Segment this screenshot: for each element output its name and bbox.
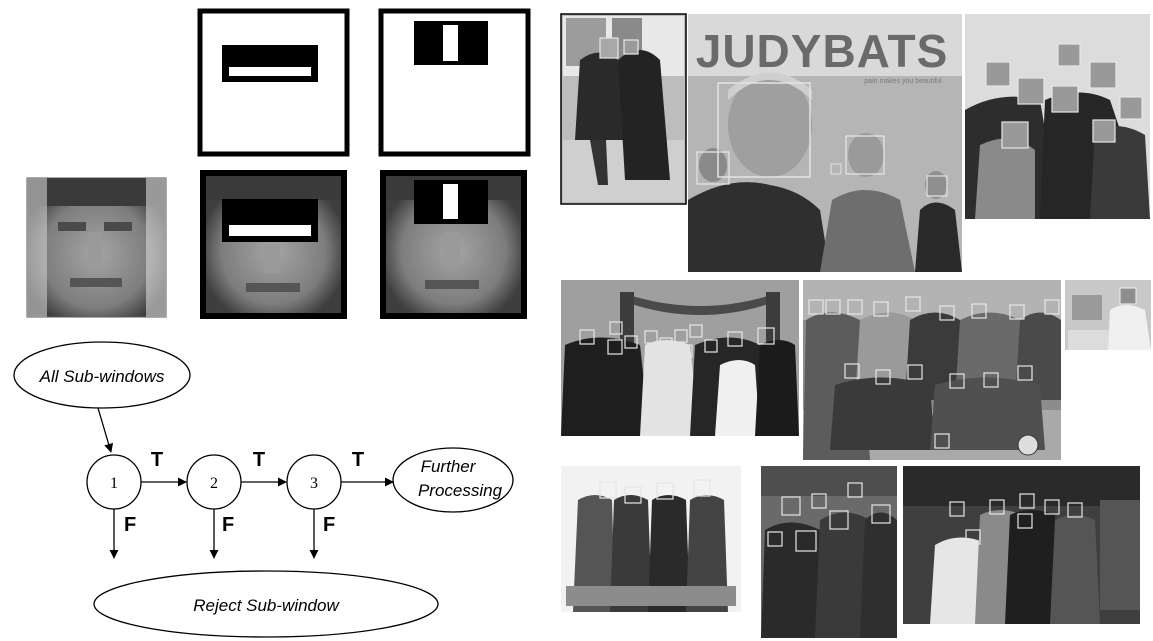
feature-horizontal (197, 8, 350, 157)
true-label-3: T (352, 449, 364, 471)
detection-photo-1 (560, 13, 687, 205)
album-cover-title: JUDYBATS (696, 25, 949, 77)
album-cover-subtitle: pain makes you beautiful (864, 78, 942, 85)
true-label-1: T (151, 449, 163, 471)
further-label-line1: Further (421, 457, 477, 476)
reject-node (93, 570, 439, 638)
detection-photo-4 (561, 280, 799, 436)
stage-label-3: 3 (310, 475, 318, 492)
detection-photo-2: JUDYBATS pain makes you beautiful (688, 14, 962, 272)
false-label-3: F (323, 514, 335, 536)
cascade-diagram: All Sub-windows 1 2 3 T T T Further Proc… (13, 341, 514, 638)
start-node (13, 341, 191, 409)
detection-photo-7 (561, 466, 741, 612)
face-sample (26, 177, 167, 318)
stage-label-2: 2 (210, 475, 218, 492)
false-label-1: F (124, 514, 136, 536)
detection-photo-9 (903, 466, 1140, 624)
detection-photo-5 (803, 280, 1061, 460)
arrow-start-to-1 (97, 407, 114, 453)
reject-label: Reject Sub-window (193, 596, 340, 615)
stage-label-1: 1 (110, 475, 118, 492)
detection-photo-8 (761, 466, 897, 638)
start-label: All Sub-windows (39, 367, 165, 386)
detection-photo-6 (1065, 280, 1151, 350)
face-with-vertical-feature (380, 170, 527, 319)
face-with-horizontal-feature (200, 170, 347, 319)
true-label-2: T (253, 449, 265, 471)
feature-vertical (378, 8, 531, 157)
detection-photo-3 (965, 14, 1150, 219)
further-processing-node (392, 447, 514, 513)
false-label-2: F (222, 514, 234, 536)
further-label-line2: Processing (418, 481, 503, 500)
